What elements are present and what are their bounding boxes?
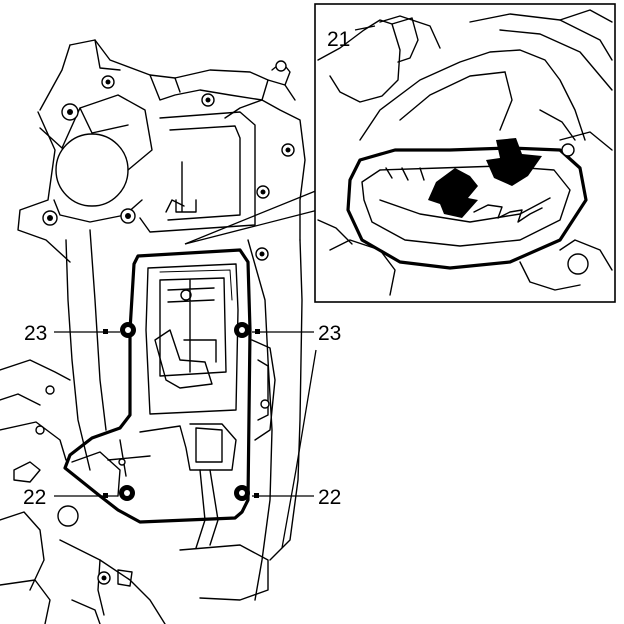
actuator-cylinder [55, 133, 129, 207]
callout-21: 21 [327, 28, 350, 51]
throttle-housing [63, 248, 252, 524]
engine-background [0, 39, 306, 624]
detail-inset: 21 [184, 3, 616, 303]
callout-22-right: 22 [318, 486, 341, 509]
press-arrows-icon [428, 138, 542, 218]
callout-22-left: 22 [23, 486, 46, 509]
callout-group: 23 23 22 22 [23, 322, 341, 549]
callout-23-left: 23 [24, 322, 47, 345]
housing-bolt-23-right [234, 322, 250, 338]
callout-23-right: 23 [318, 322, 341, 345]
housing-bolt-22-left [119, 485, 135, 501]
housing-bolt-23-left [120, 322, 136, 338]
upper-bolts [42, 75, 295, 261]
housing-bolt-22-right [234, 485, 250, 501]
